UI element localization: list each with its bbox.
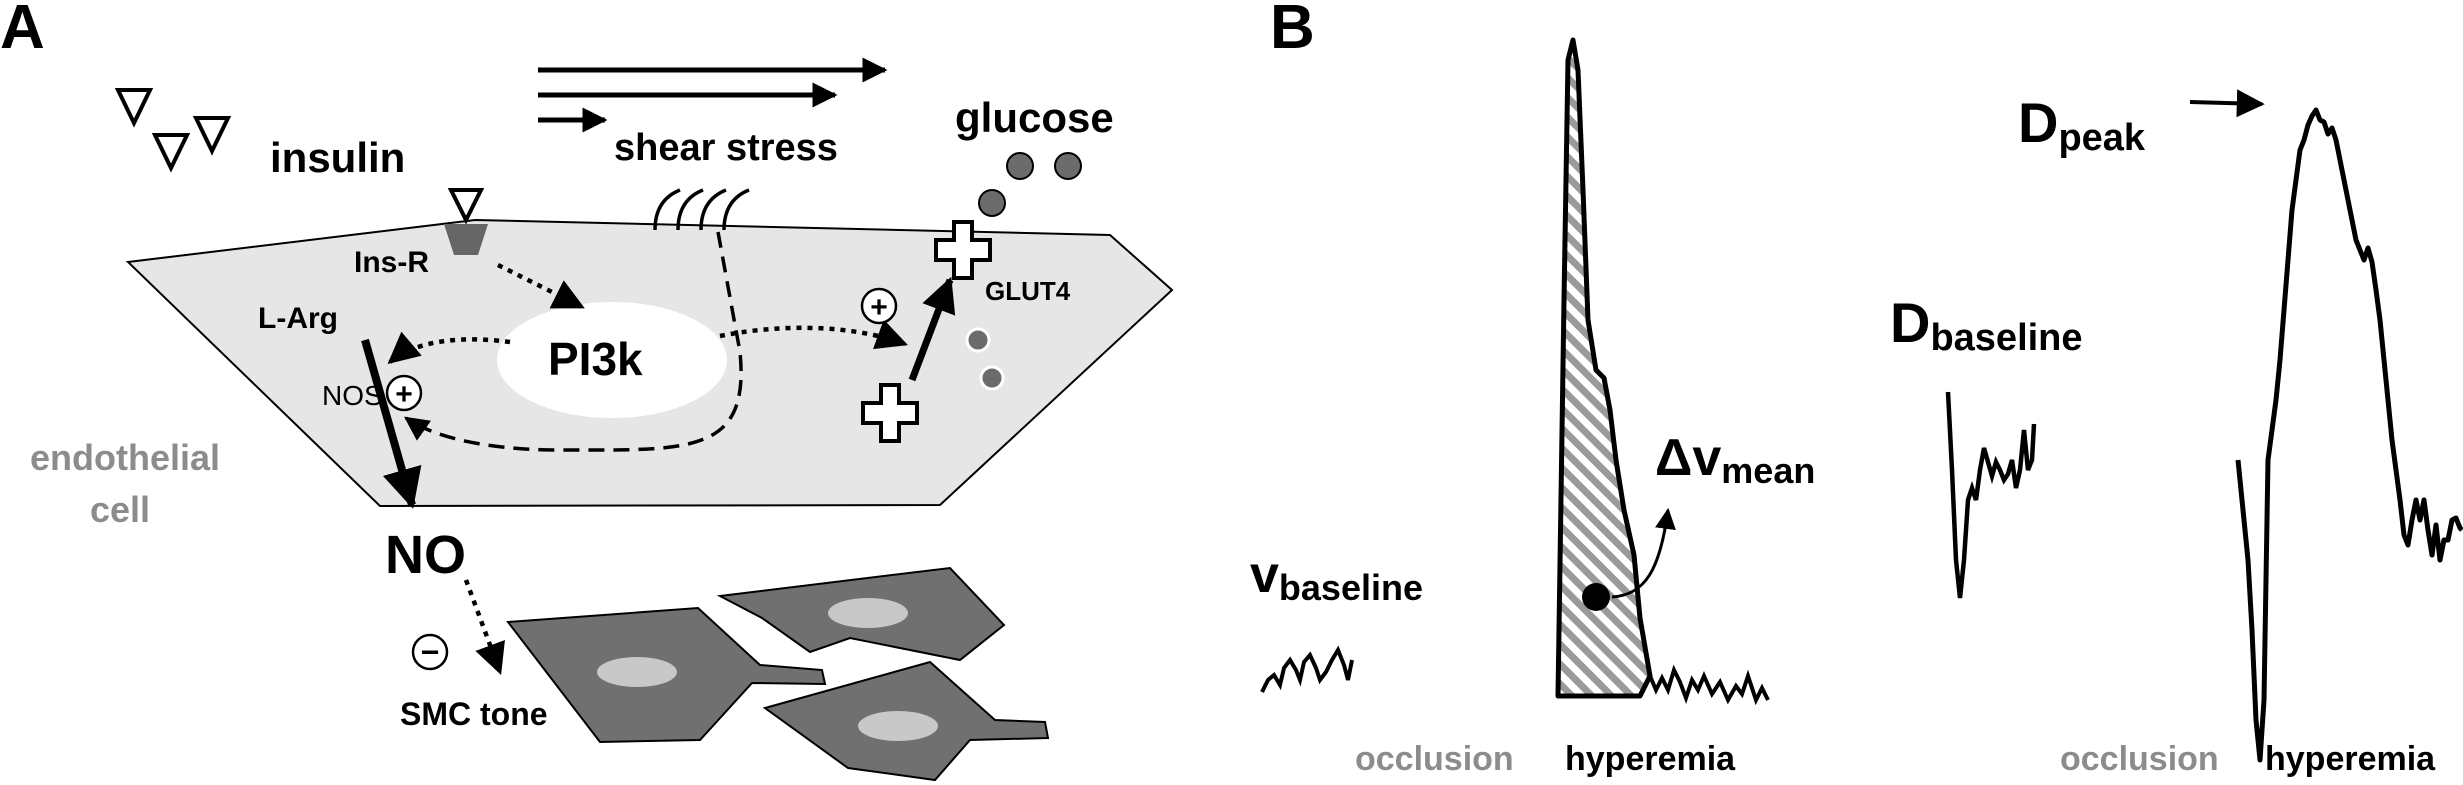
shear-dashed-arrow [403, 231, 743, 452]
diameter-hyperemia-trace [2235, 107, 2463, 763]
nos-stimulation-sign: + [385, 374, 423, 412]
insulin-receptor [444, 224, 488, 255]
panel-b-letter: B [1270, 0, 1315, 62]
glut4-label: GLUT4 [985, 276, 1071, 306]
d-peak-pointer [2189, 89, 2265, 118]
smooth-muscle-cells [506, 566, 1050, 782]
pi3k-label: PI3k [548, 333, 643, 385]
intracellular-glucose [965, 327, 1005, 391]
velocity-baseline-trace [1260, 645, 1354, 693]
hyperemia-label-velocity: hyperemia [1565, 740, 1736, 778]
insulin-label: insulin [270, 134, 405, 181]
nos-reaction-arrow [361, 338, 422, 509]
v-baseline-label: vbaseline [1250, 546, 1423, 608]
glut4-stimulation-sign: + [860, 287, 898, 325]
mean-velocity-pointer [1611, 507, 1676, 599]
no-label: NO [385, 525, 466, 585]
nos-label: NOS [322, 380, 383, 411]
l-arg-label: L-Arg [258, 302, 338, 335]
d-peak-label: Dpeak [2018, 91, 2146, 159]
glut4-transporter-membrane [934, 220, 992, 280]
glut4-translocation-arrow [908, 276, 956, 382]
shear-stress-arrows [538, 57, 888, 133]
glucose-label: glucose [955, 94, 1114, 141]
panel-a-letter: A [0, 0, 45, 62]
occlusion-label-diameter: occlusion [2060, 740, 2219, 778]
delta-v-mean-label: Δvmean [1655, 429, 1815, 491]
shear-stress-label: shear stress [614, 127, 838, 169]
shear-sensors [653, 188, 750, 231]
svg-text:+: + [870, 291, 888, 324]
svg-text:+: + [395, 378, 413, 411]
velocity-hyperemia-area [1555, 37, 1653, 699]
smc-inhibition-sign: − [411, 633, 449, 671]
mean-velocity-point [1582, 583, 1610, 611]
smc-tone-label: SMC tone [400, 696, 548, 732]
insulin-on-receptor [447, 188, 485, 225]
glut4-transporter-vesicle [861, 383, 919, 443]
velocity-hyperemia-trace [1648, 664, 1770, 706]
diameter-baseline-trace [1945, 391, 2037, 599]
occlusion-label-velocity: occlusion [1355, 740, 1514, 778]
endothelial-label: endothelial [30, 437, 220, 478]
pi3k-nucleus [497, 302, 727, 418]
glucose-molecules [978, 152, 1082, 217]
ins-r-label: Ins-R [354, 246, 429, 279]
insulin-molecules [114, 88, 232, 173]
signaling-dotted-arrows [387, 262, 908, 675]
hyperemia-label-diameter: hyperemia [2265, 740, 2436, 778]
cell-label: cell [90, 489, 150, 530]
svg-text:−: − [421, 634, 440, 670]
d-baseline-label: Dbaseline [1890, 291, 2083, 359]
